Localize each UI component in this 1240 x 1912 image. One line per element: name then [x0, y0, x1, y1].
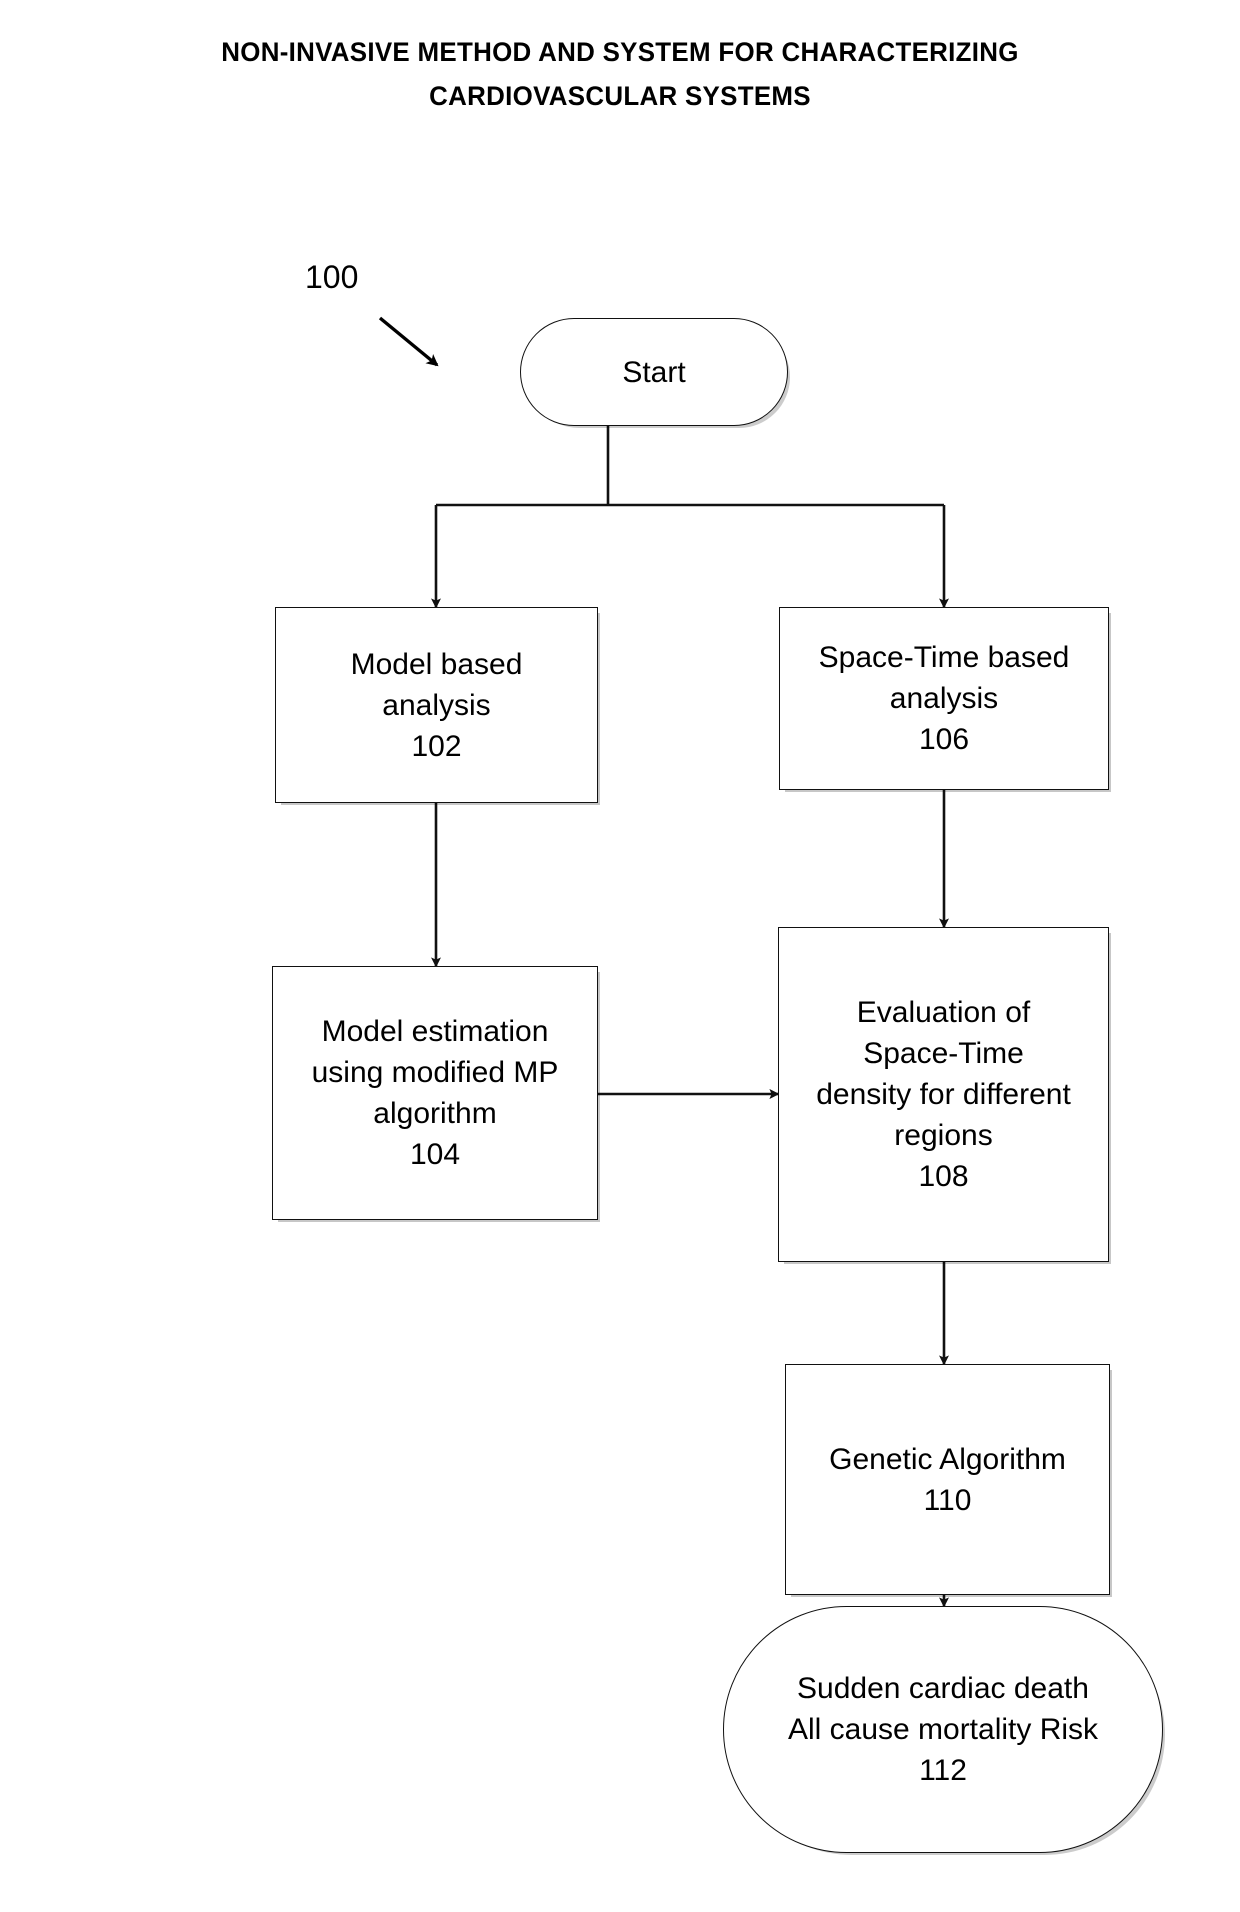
page-title-line-1: NON-INVASIVE METHOD AND SYSTEM FOR CHARA… — [221, 37, 1019, 67]
node-110-line-1: Genetic Algorithm — [829, 1442, 1066, 1476]
callout-arrow-100 — [378, 316, 439, 367]
page-title: NON-INVASIVE METHOD AND SYSTEM FOR CHARA… — [25, 30, 1215, 118]
node-model-estimation[interactable]: Model estimation using modified MP algor… — [272, 966, 598, 1220]
node-space-time-analysis[interactable]: Space-Time based analysis 106 — [779, 607, 1109, 790]
node-108-line-1: Evaluation of — [856, 996, 1031, 1029]
node-108-line-2: Space-Time — [863, 1037, 1024, 1070]
page-title-line-2: CARDIOVASCULAR SYSTEMS — [429, 81, 811, 111]
node-106-line-1: Space-Time based — [818, 641, 1070, 674]
node-106-ref: 106 — [918, 723, 970, 756]
node-112-ref: 112 — [919, 1754, 967, 1787]
node-112-line-2: All cause mortality Risk — [787, 1713, 1099, 1746]
node-space-time-density[interactable]: Evaluation of Space-Time density for dif… — [778, 927, 1109, 1262]
node-risk-outcome[interactable]: Sudden cardiac death All cause mortality… — [723, 1606, 1163, 1853]
node-104-ref: 104 — [409, 1138, 461, 1171]
node-start-label: Start — [622, 355, 686, 389]
node-start[interactable]: Start — [520, 318, 788, 426]
node-106-line-2: analysis — [889, 682, 999, 715]
node-102-line-1: Model based — [350, 647, 523, 681]
node-102-ref: 102 — [411, 729, 462, 763]
node-108-line-3: density for different — [816, 1078, 1071, 1111]
node-102-line-2: analysis — [382, 688, 491, 722]
node-genetic-algorithm[interactable]: Genetic Algorithm 110 — [785, 1364, 1110, 1595]
figure-reference-numeral-100: 100 — [305, 259, 359, 295]
node-model-based-analysis[interactable]: Model based analysis 102 — [275, 607, 598, 803]
node-112-line-1: Sudden cardiac death — [797, 1672, 1089, 1705]
node-108-line-4: regions — [894, 1119, 993, 1152]
node-108-ref: 108 — [918, 1160, 969, 1193]
node-104-line-3: algorithm — [373, 1097, 497, 1130]
node-104-line-2: using modified MP — [311, 1056, 559, 1089]
node-110-ref: 110 — [923, 1483, 972, 1517]
node-104-line-1: Model estimation — [321, 1015, 549, 1048]
